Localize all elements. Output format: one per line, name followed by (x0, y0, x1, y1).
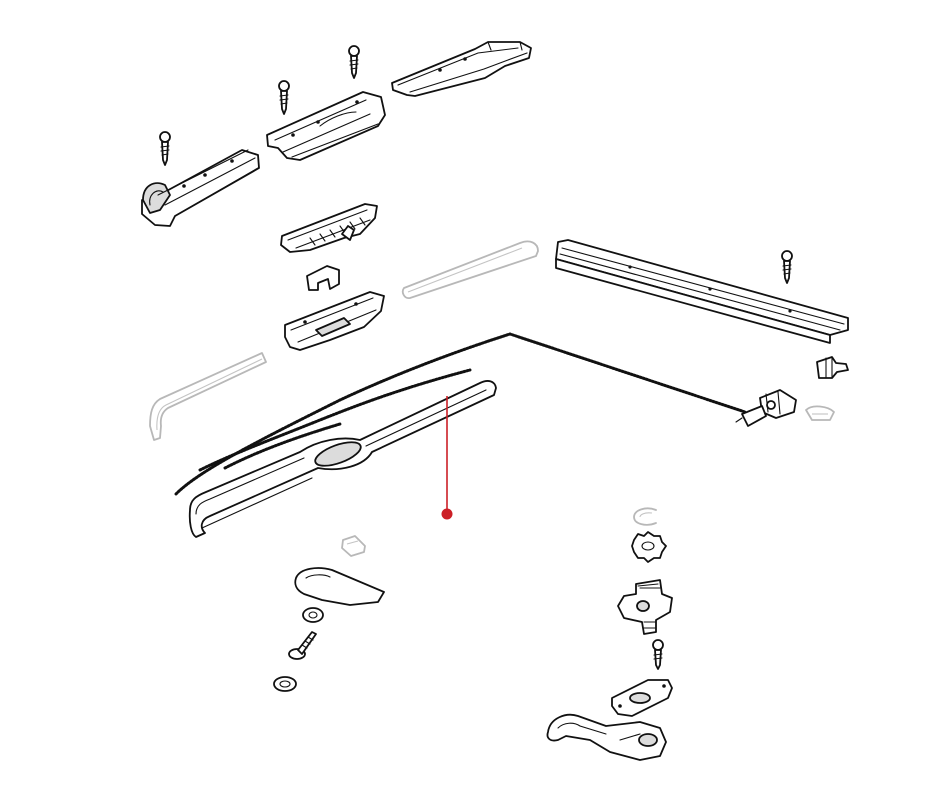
front-rail-left-section[interactable] (141, 149, 260, 227)
front-guide-rod-faded (149, 352, 267, 441)
housing-screw[interactable] (652, 639, 664, 670)
rear-guide-rod-faded (401, 240, 539, 299)
crank-handle[interactable] (546, 713, 667, 761)
screw-top-right[interactable] (348, 45, 360, 79)
callout-marker[interactable] (441, 508, 453, 520)
screw-top-middle[interactable] (278, 80, 290, 115)
cover-plate[interactable] (294, 567, 385, 606)
rail-end-pin[interactable] (816, 356, 849, 379)
circlip-faded (633, 507, 657, 526)
clip-nut-faded (341, 535, 366, 557)
drive-pinion-gear[interactable] (631, 531, 667, 563)
drive-cable-chain[interactable] (174, 332, 747, 496)
guide-rail-frame[interactable] (188, 380, 497, 538)
plate-screw[interactable] (288, 631, 317, 660)
rear-long-rail-bar[interactable] (555, 239, 849, 344)
front-rail-right-section[interactable] (391, 41, 532, 97)
slider-lower-carriage[interactable] (284, 291, 385, 351)
front-rail-center-section[interactable] (266, 91, 386, 161)
gear-housing[interactable] (617, 579, 673, 635)
screw-right[interactable] (781, 250, 793, 284)
plate-washer[interactable] (302, 607, 324, 623)
plate-spring-washer[interactable] (273, 676, 297, 692)
callout-leader (441, 396, 453, 520)
cable-end-mechanism[interactable] (735, 389, 797, 427)
slider-clip[interactable] (306, 265, 340, 291)
slider-upper-bracket[interactable] (280, 203, 378, 253)
cable-end-clip[interactable] (805, 405, 835, 421)
screw-top-left[interactable] (159, 131, 171, 166)
mounting-gasket[interactable] (611, 679, 673, 717)
